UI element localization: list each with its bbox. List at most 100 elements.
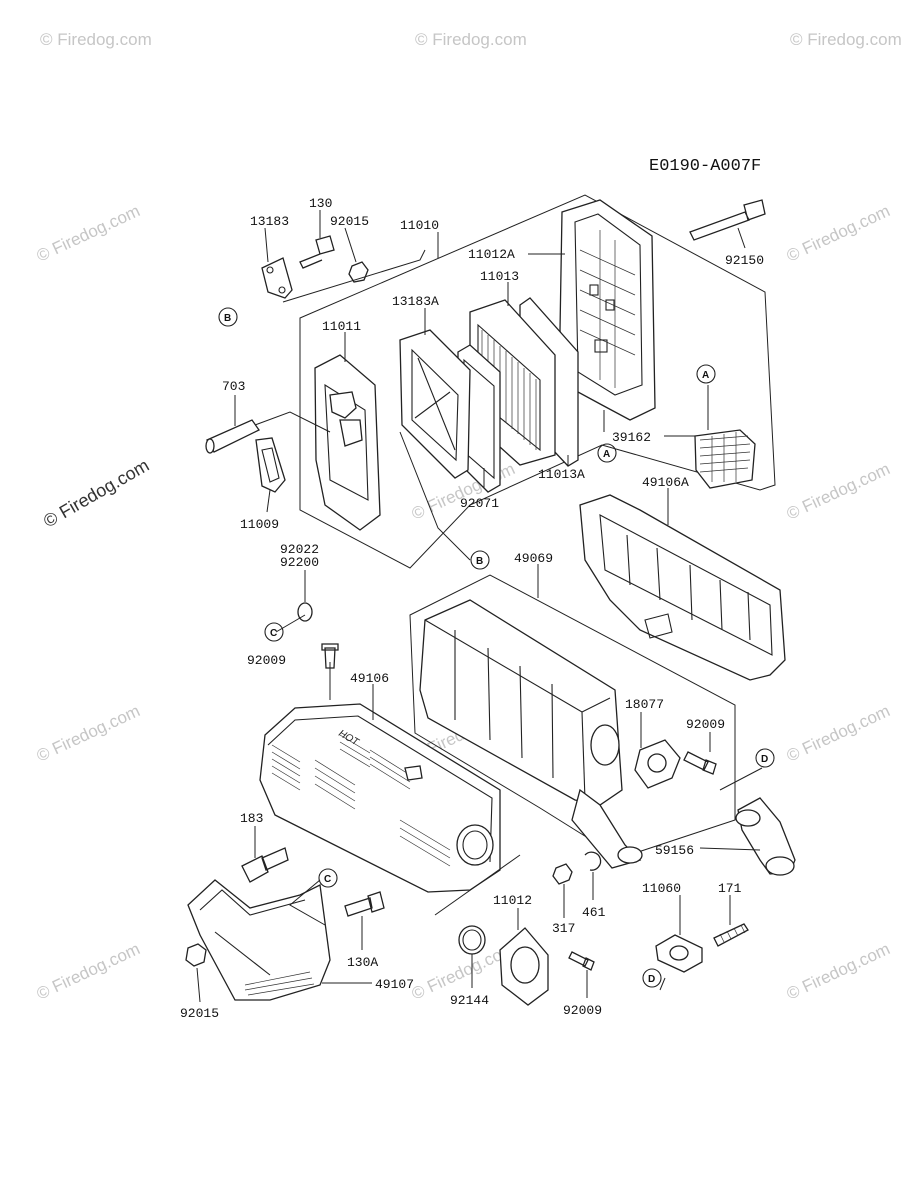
gasket-11009 (255, 437, 286, 493)
bolt-92009-right (683, 751, 717, 775)
washer-461 (584, 851, 602, 871)
callout-D-right: D (755, 748, 775, 768)
watermark-dark: © Firedog.com (40, 455, 152, 531)
label-49106A: 49106A (642, 475, 689, 490)
watermark: © Firedog.com (34, 701, 143, 765)
leader-lines (196, 210, 763, 1003)
bottom-cover-vents (244, 971, 315, 996)
callout-B-mid: B (470, 550, 490, 570)
adapter-opening (510, 946, 540, 984)
watermark: © Firedog.com (784, 939, 893, 1003)
stud-183 (241, 847, 289, 883)
label-11012: 11012 (493, 893, 532, 908)
flange-18077-hole (647, 753, 667, 773)
base-intake-port (329, 391, 363, 447)
label-59156: 59156 (655, 843, 694, 858)
label-92022: 92022 (280, 542, 319, 557)
heat-shield-49106A (579, 494, 786, 681)
svg-text:D: D (761, 754, 768, 765)
callout-A-mid: A (597, 443, 617, 463)
bolt-92150 (689, 199, 766, 241)
tube-end (205, 438, 215, 454)
leader (282, 249, 426, 303)
cover-vents (271, 734, 451, 867)
bolt-92009-bottom (568, 951, 595, 971)
label-92009-top: 92009 (247, 653, 286, 668)
label-11009: 11009 (240, 517, 279, 532)
label-11013A: 11013A (538, 467, 585, 482)
svg-text:A: A (702, 370, 709, 381)
callout-A-top: A (696, 364, 716, 384)
label-92071: 92071 (460, 496, 499, 511)
label-171: 171 (718, 881, 742, 896)
label-130: 130 (309, 196, 332, 211)
svg-text:A: A (603, 449, 610, 460)
label-92144: 92144 (450, 993, 489, 1008)
nut-92015-bottom (185, 943, 207, 967)
label-92200: 92200 (280, 555, 319, 570)
callout-B-top: B (218, 307, 238, 327)
gasket-13183-hole (278, 286, 286, 294)
gasket-13183 (261, 257, 293, 299)
svg-text:D: D (648, 974, 655, 985)
label-49069: 49069 (514, 551, 553, 566)
label-11013: 11013 (480, 269, 519, 284)
muffler-outlet (590, 724, 620, 766)
intake-grille-39162 (694, 429, 756, 489)
label-92015-bottom: 92015 (180, 1006, 219, 1021)
label-92150: 92150 (725, 253, 764, 268)
bolt-130 (299, 235, 335, 269)
gasket-13183-hole (266, 266, 274, 274)
callout-D-bottom: D (642, 968, 662, 988)
label-11011: 11011 (322, 319, 361, 334)
label-183: 183 (240, 811, 263, 826)
bolt-92009-top (321, 643, 339, 669)
watermark: © Firedog.com (34, 201, 143, 265)
label-49107: 49107 (375, 977, 414, 992)
callout-C-bottom: C (318, 868, 338, 888)
elbow-outlet (765, 856, 795, 876)
label-49106: 49106 (350, 671, 389, 686)
label-13183: 13183 (250, 214, 289, 229)
leader (399, 431, 471, 561)
elbow-inlet (735, 809, 761, 827)
outlet-flange (617, 846, 643, 864)
label-130A: 130A (347, 955, 378, 970)
watermark: © Firedog.com (784, 701, 893, 765)
bottom-cover-49107 (187, 879, 331, 1001)
breather-tube-703 (206, 419, 260, 453)
label-13183A: 13183A (392, 294, 439, 309)
svg-text:B: B (224, 313, 231, 324)
label-11060: 11060 (642, 881, 681, 896)
case-ribs (579, 230, 636, 388)
callout-C-top: C (264, 622, 284, 642)
diagram-reference-code: E0190-A007F (649, 157, 761, 176)
label-92009-bottom: 92009 (563, 1003, 602, 1018)
watermark: © Firedog.com (784, 459, 893, 523)
gasket-11060-hole (669, 945, 689, 961)
stud-171 (713, 923, 749, 947)
watermark: © Firedog.com (34, 939, 143, 1003)
leader (434, 854, 521, 916)
warning-symbol (404, 765, 423, 781)
label-11012A: 11012A (468, 247, 515, 262)
svg-text:B: B (476, 556, 483, 567)
muffler-group-frame (409, 574, 736, 859)
watermark: © Firedog.com (415, 30, 527, 49)
label-39162: 39162 (612, 430, 651, 445)
svg-text:C: C (270, 628, 277, 639)
label-461: 461 (582, 905, 606, 920)
leader (254, 411, 331, 433)
grille-mesh (699, 432, 751, 482)
label-11010: 11010 (400, 218, 439, 233)
air-cleaner-group-frame (299, 194, 776, 569)
watermark: © Firedog.com (784, 201, 893, 265)
label-703: 703 (222, 379, 245, 394)
label-317: 317 (552, 921, 575, 936)
gasket-13183A (399, 329, 471, 479)
part-labels: 13183 130 92015 11010 11012A 11013 92150… (180, 196, 764, 1021)
label-18077: 18077 (625, 697, 664, 712)
svg-text:C: C (324, 874, 331, 885)
watermark: © Firedog.com (40, 30, 152, 49)
